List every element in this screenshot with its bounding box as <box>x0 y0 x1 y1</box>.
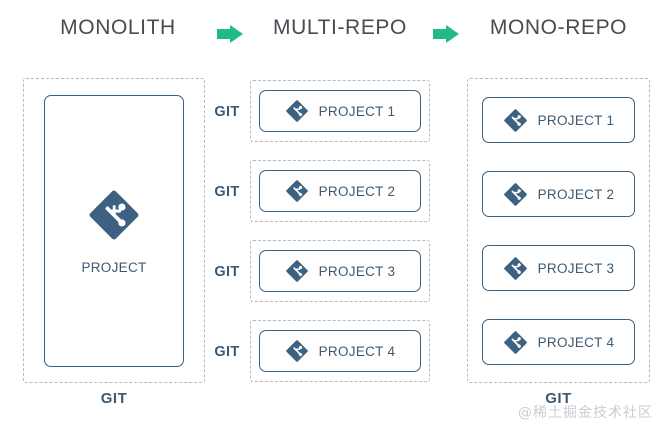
monorepo-project-label-1: PROJECT 1 <box>537 112 615 128</box>
arrow-shaft <box>217 29 232 39</box>
multirepo-repository-boundary-2 <box>250 160 430 222</box>
monolith-project-card[interactable]: PROJECT <box>44 95 184 367</box>
header-monorepo: MONO-REPO <box>489 16 628 39</box>
monorepo-project-card-1[interactable]: PROJECT 1 <box>482 97 635 143</box>
git-logo-icon <box>285 339 309 363</box>
monolith-project-label: PROJECT <box>81 259 147 275</box>
multirepo-project-label-1: PROJECT 1 <box>318 103 396 119</box>
watermark: @稀土掘金技术社区 <box>518 405 653 421</box>
header-multirepo: MULTI-REPO <box>273 16 407 39</box>
arrow-head <box>230 25 243 43</box>
monorepo-project-card-4[interactable]: PROJECT 4 <box>482 319 635 365</box>
arrow-shaft <box>433 29 448 39</box>
multirepo-repository-boundary-4 <box>250 320 430 382</box>
monolith-repository-boundary <box>23 78 205 383</box>
git-logo-icon <box>87 188 141 242</box>
column-headers: MONOLITH MULTI-REPO MONO-REPO <box>0 0 671 62</box>
monolith-git-caption: GIT <box>100 390 128 407</box>
multirepo-project-label-3: PROJECT 3 <box>318 263 396 279</box>
monorepo-project-label-2: PROJECT 2 <box>537 186 615 202</box>
git-logo-icon <box>285 259 309 283</box>
multirepo-repository-boundary-3 <box>250 240 430 302</box>
arrow-head <box>446 25 459 43</box>
multirepo-project-label-4: PROJECT 4 <box>318 343 396 359</box>
multirepo-git-label-4: GIT <box>214 344 240 360</box>
monorepo-repository-boundary <box>467 78 650 383</box>
multirepo-git-label-2: GIT <box>214 184 240 200</box>
monorepo-project-label-3: PROJECT 3 <box>537 260 615 276</box>
arrow-right-icon-1 <box>217 25 243 43</box>
monorepo-git-caption: GIT <box>545 390 572 407</box>
git-logo-icon <box>285 99 309 123</box>
git-logo-icon <box>503 256 528 281</box>
monorepo-project-label-4: PROJECT 4 <box>537 334 615 350</box>
multirepo-project-card-2[interactable]: PROJECT 2 <box>259 170 421 212</box>
git-logo-icon <box>285 179 309 203</box>
header-monolith: MONOLITH <box>60 16 176 39</box>
multirepo-project-card-4[interactable]: PROJECT 4 <box>259 330 421 372</box>
multirepo-project-label-2: PROJECT 2 <box>318 183 396 199</box>
multirepo-git-label-1: GIT <box>214 104 240 120</box>
multirepo-project-card-1[interactable]: PROJECT 1 <box>259 90 421 132</box>
multirepo-project-card-3[interactable]: PROJECT 3 <box>259 250 421 292</box>
monorepo-project-card-3[interactable]: PROJECT 3 <box>482 245 635 291</box>
multirepo-git-label-3: GIT <box>214 264 240 280</box>
monorepo-project-card-2[interactable]: PROJECT 2 <box>482 171 635 217</box>
git-logo-icon <box>503 330 528 355</box>
multirepo-repository-boundary-1 <box>250 80 430 142</box>
git-logo-icon <box>503 108 528 133</box>
git-logo-icon <box>503 182 528 207</box>
arrow-right-icon-2 <box>433 25 459 43</box>
